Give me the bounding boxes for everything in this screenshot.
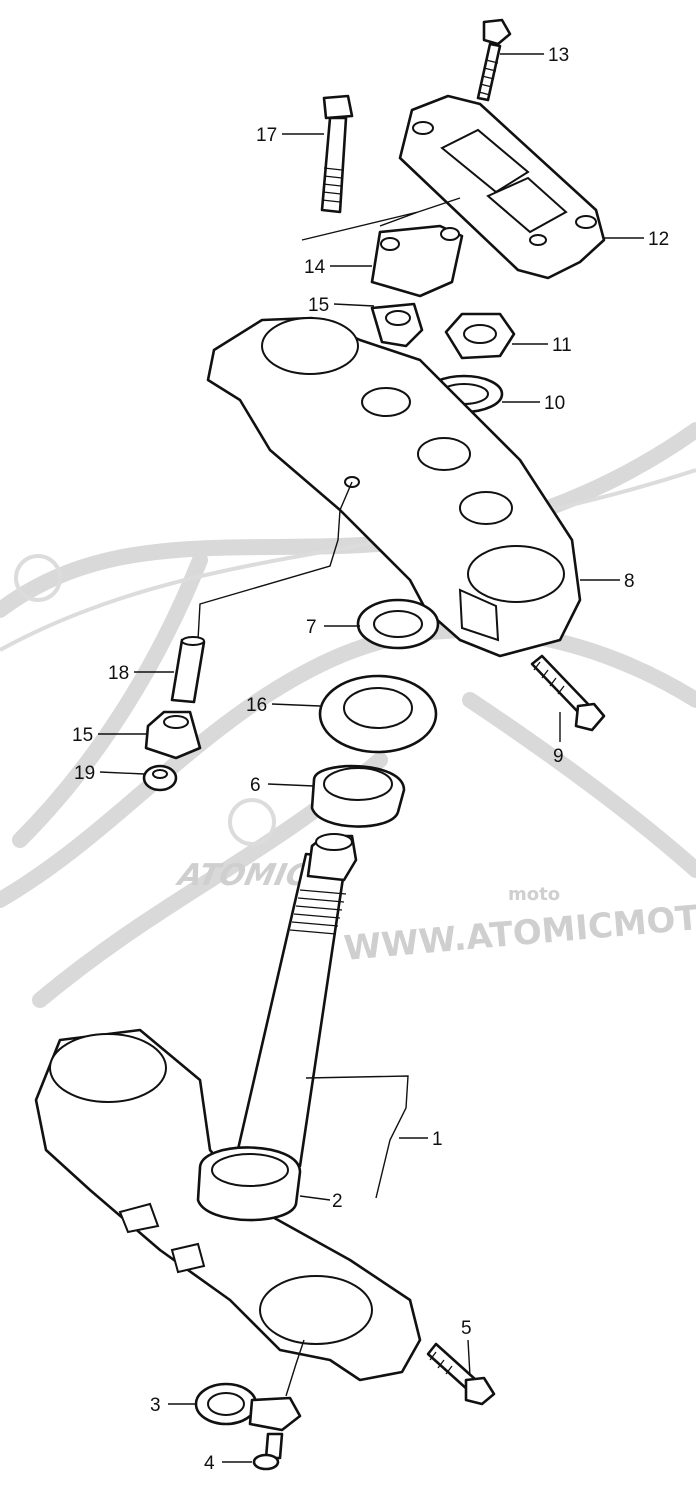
callout-14: 14 [304,257,326,278]
callout-15-lower: 15 [72,725,93,746]
callout-8: 8 [624,571,635,592]
callout-6: 6 [250,775,261,796]
callout-11: 11 [552,335,572,356]
part-1-steering-stem [34,833,422,1382]
watermark-sub: moto [508,884,560,905]
part-7-lock-nut [356,598,440,650]
part-8-upper-bracket [197,316,582,658]
part-5-bolt [426,1342,496,1406]
part-15-bushing-lower [144,710,202,760]
callout-2: 2 [332,1191,343,1212]
callout-13: 13 [548,45,569,66]
part-16-dust-seal [318,674,438,754]
part-4-bolt [252,1432,284,1471]
part-19-nut [142,764,178,792]
part-11-nut [444,312,516,360]
callout-5: 5 [461,1318,472,1339]
callout-4: 4 [204,1453,215,1474]
part-3-clamp [194,1339,305,1432]
part-17-bolt [320,94,354,214]
part-9-bolt [530,654,606,732]
part-14-holder [301,197,464,298]
part-2-bearing [196,1146,302,1222]
part-6-bearing [310,764,406,828]
callout-18: 18 [108,663,129,684]
callout-labels: 1 2 3 4 5 6 7 8 9 10 11 12 13 14 15 15 1… [72,45,669,1474]
part-12-top-clamp [398,94,606,280]
callout-3: 3 [150,1395,161,1416]
watermark-url: WWW.ATOMICMOTO [342,896,696,969]
callout-9: 9 [553,746,564,767]
callout-12: 12 [648,229,669,250]
callout-7: 7 [306,617,317,638]
callout-leaders [98,53,644,1463]
watermark-brand: ATOMIC [173,858,312,893]
callout-17: 17 [256,125,277,146]
callout-15-upper: 15 [308,295,329,316]
part-18-pin [170,636,206,704]
callout-16: 16 [246,695,267,716]
part-13-bolt [476,18,512,102]
callout-1: 1 [432,1129,443,1150]
callout-19: 19 [74,763,95,784]
part-15-bushing-upper [370,302,424,348]
callout-10: 10 [544,393,565,414]
